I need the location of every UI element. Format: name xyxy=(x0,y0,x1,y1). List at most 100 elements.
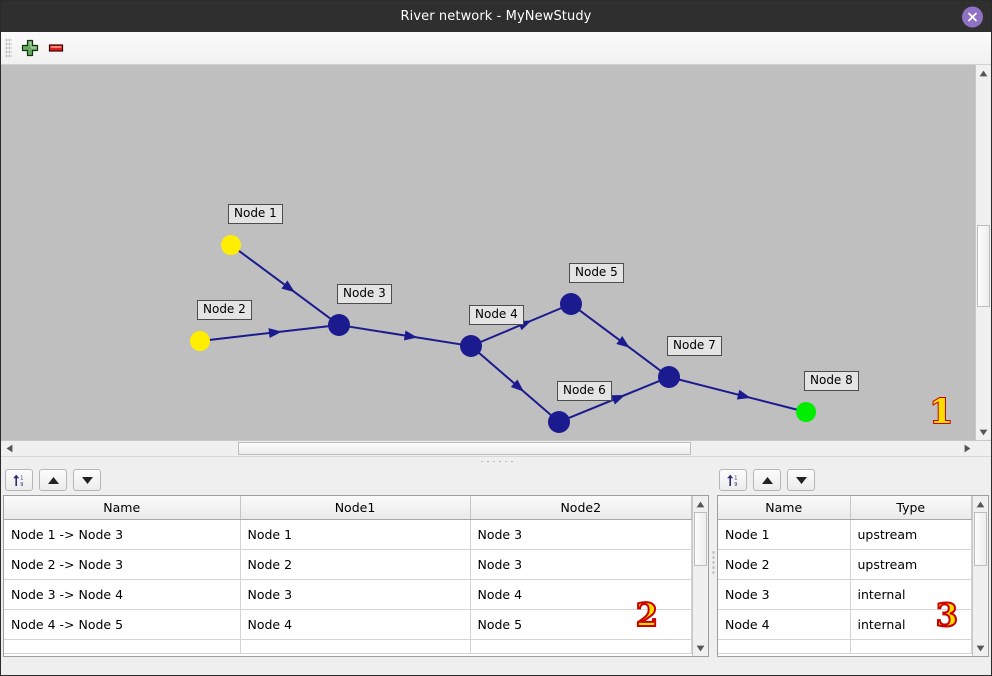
graph-node-label[interactable]: Node 7 xyxy=(667,336,722,357)
table-cell[interactable]: Node 1 -> Node 3 xyxy=(4,519,241,550)
graph-node-label[interactable]: Node 3 xyxy=(337,284,392,305)
graph-node-label[interactable]: Node 4 xyxy=(469,305,524,326)
edge-arrow-icon xyxy=(616,335,630,348)
table-cell-empty[interactable] xyxy=(850,639,972,654)
scroll-up-arrow-icon[interactable] xyxy=(973,496,988,512)
graph-node[interactable] xyxy=(190,331,210,351)
pane-divider[interactable] xyxy=(711,465,715,661)
graph-node[interactable] xyxy=(658,366,680,388)
table-cell[interactable]: Node 4 xyxy=(470,579,692,610)
table-cell[interactable]: Node 3 xyxy=(470,519,692,550)
table-cell[interactable]: Node 1 xyxy=(718,519,851,550)
table-cell[interactable]: Node 4 xyxy=(240,609,471,640)
table-cell[interactable]: Node 2 xyxy=(718,549,851,580)
graph-node[interactable] xyxy=(548,411,570,433)
scroll-up-arrow-icon[interactable] xyxy=(976,65,991,81)
scroll-down-arrow-icon[interactable] xyxy=(693,640,708,656)
scroll-down-arrow-icon[interactable] xyxy=(973,640,988,656)
canvas-hscroll-track[interactable] xyxy=(17,441,959,456)
horizontal-splitter[interactable] xyxy=(1,456,991,465)
graph-node-label[interactable]: Node 2 xyxy=(197,300,252,321)
reaches-vscroll-track[interactable] xyxy=(693,512,708,640)
reaches-vertical-scrollbar[interactable] xyxy=(692,496,708,656)
scroll-down-arrow-icon[interactable] xyxy=(976,424,991,440)
triangle-down-icon[interactable] xyxy=(787,469,815,491)
graph-node-label[interactable]: Node 5 xyxy=(569,263,624,284)
table-cell[interactable]: Node 1 xyxy=(240,519,471,550)
table-cell[interactable]: Node 3 xyxy=(718,579,851,610)
table-column-header[interactable]: Type xyxy=(850,496,972,520)
table-cell-empty[interactable] xyxy=(470,639,692,654)
graph-node[interactable] xyxy=(460,335,482,357)
table-column-header[interactable]: Node1 xyxy=(240,496,471,520)
table-cell-empty[interactable] xyxy=(718,639,851,654)
graph-edge[interactable] xyxy=(208,325,330,341)
table-column-header[interactable]: Name xyxy=(4,496,241,520)
table-cell[interactable]: upstream xyxy=(850,549,972,580)
triangle-down-icon[interactable] xyxy=(73,469,101,491)
table-cell-empty[interactable] xyxy=(4,639,241,654)
graph-node-label[interactable]: Node 8 xyxy=(804,371,859,392)
scroll-right-arrow-icon[interactable] xyxy=(959,441,975,456)
sort-icon[interactable]: 1 9 xyxy=(5,469,33,491)
edge-arrow-icon xyxy=(510,379,524,392)
graph-node-label[interactable]: Node 6 xyxy=(557,381,612,402)
graph-node[interactable] xyxy=(796,402,816,422)
sort-icon[interactable]: 1 9 xyxy=(719,469,747,491)
reaches-vscroll-thumb[interactable] xyxy=(694,512,707,566)
toolbar-grip[interactable] xyxy=(5,38,12,58)
scroll-left-arrow-icon[interactable] xyxy=(1,441,17,456)
triangle-up-icon[interactable] xyxy=(753,469,781,491)
table-column-header[interactable]: Node2 xyxy=(470,496,692,520)
nodes-vscroll-thumb[interactable] xyxy=(974,512,987,566)
nodes-vertical-scrollbar[interactable] xyxy=(972,496,988,656)
triangle-up-icon[interactable] xyxy=(39,469,67,491)
canvas-vertical-scrollbar[interactable] xyxy=(975,65,991,440)
table-cell[interactable]: Node 5 xyxy=(470,609,692,640)
nodes-toolbar: 1 9 xyxy=(715,465,991,495)
table-cell[interactable]: Node 4 xyxy=(718,609,851,640)
nodes-vscroll-track[interactable] xyxy=(973,512,988,640)
table-cell[interactable]: internal xyxy=(850,609,972,640)
table-cell[interactable]: Node 4 -> Node 5 xyxy=(4,609,241,640)
table-cell[interactable]: upstream xyxy=(850,519,972,550)
table-row-empty[interactable] xyxy=(718,639,972,654)
canvas-vscroll-track[interactable] xyxy=(976,81,991,424)
delete-node-button[interactable] xyxy=(43,35,69,61)
table-cell[interactable]: Node 3 xyxy=(240,579,471,610)
add-node-button[interactable] xyxy=(17,35,43,61)
graph-node[interactable] xyxy=(221,235,241,255)
scroll-up-arrow-icon[interactable] xyxy=(693,496,708,512)
close-icon[interactable] xyxy=(962,6,983,27)
canvas-hscroll-thumb[interactable] xyxy=(238,442,691,455)
table-cell[interactable]: internal xyxy=(850,579,972,610)
canvas-vscroll-thumb[interactable] xyxy=(977,225,990,308)
svg-text:1: 1 xyxy=(20,475,23,481)
graph-node[interactable] xyxy=(328,314,350,336)
table-cell[interactable]: Node 2 xyxy=(240,549,471,580)
table-cell-empty[interactable] xyxy=(240,639,471,654)
graph-node[interactable] xyxy=(560,293,582,315)
canvas-horizontal-scrollbar[interactable] xyxy=(1,440,991,456)
table-cell[interactable]: Node 2 -> Node 3 xyxy=(4,549,241,580)
table-column-header[interactable]: Name xyxy=(718,496,851,520)
splitter-grip xyxy=(479,459,513,463)
table-row-empty[interactable] xyxy=(4,639,692,654)
graph-edge[interactable] xyxy=(678,378,798,411)
network-canvas[interactable]: Node 1 Node 2 Node 3 Node 4 Node 5 Node 6 Node… xyxy=(1,65,975,440)
table-cell[interactable]: Node 3 -> Node 4 xyxy=(4,579,241,610)
graph-node-label[interactable]: Node 1 xyxy=(228,204,283,225)
table-cell[interactable]: Node 3 xyxy=(470,549,692,580)
